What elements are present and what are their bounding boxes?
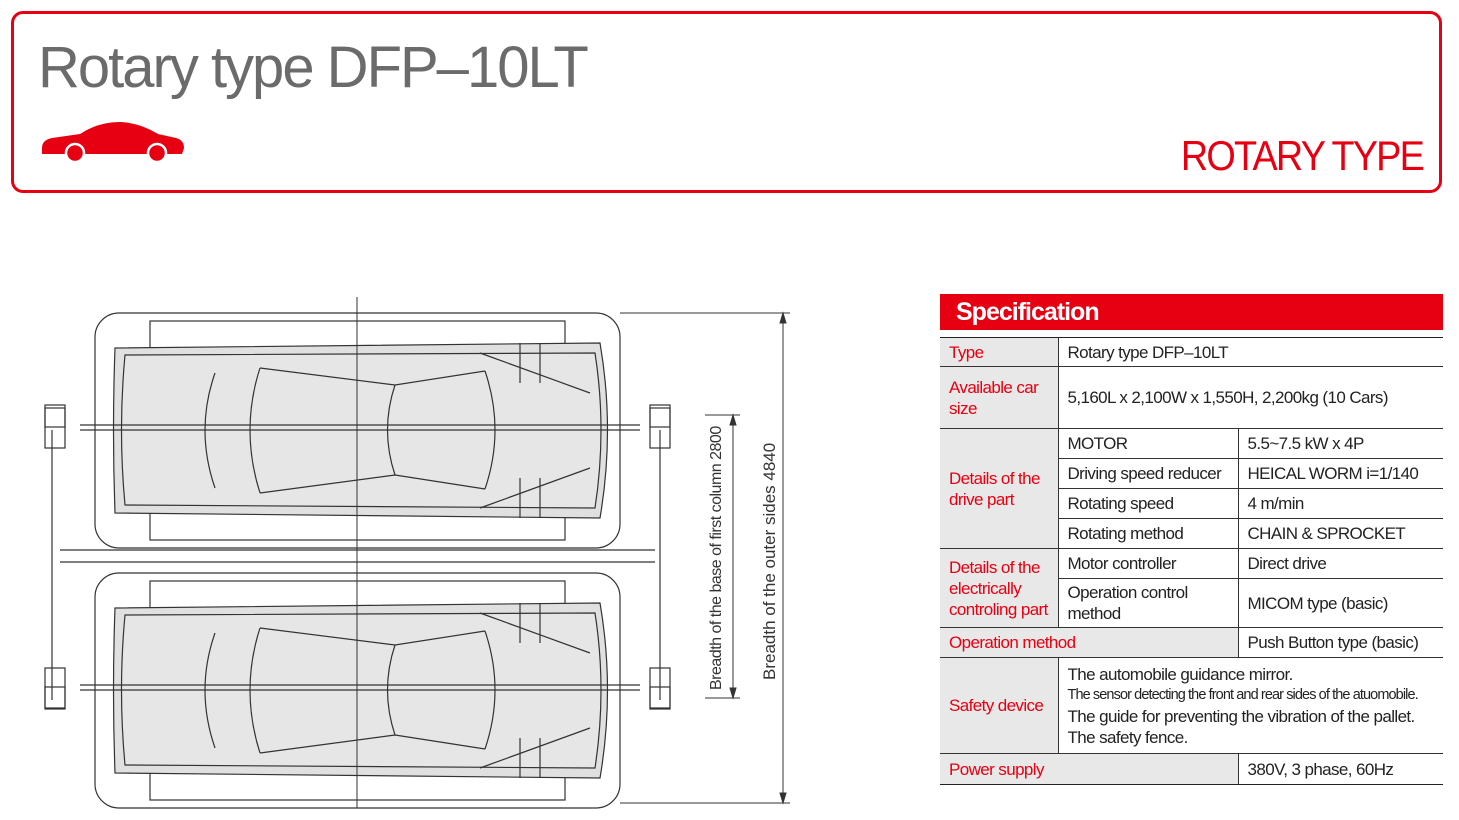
specification-table: Type Rotary type DFP–10LT Available car … [940,337,1443,785]
dimension-outer-sides: Breadth of the outer sides 4840 [760,443,779,680]
operation-label: Operation method [940,627,1239,658]
table-row: Safety device The automobile guidance mi… [940,657,1443,754]
safety-line: The sensor detecting the front and rear … [1067,686,1419,703]
drive-item-value: 4 m/min [1238,488,1443,519]
drive-label: Details of the drive part [940,428,1059,549]
drive-item-name: Rotating speed [1058,488,1239,519]
table-row: Rotating speed 4 m/min [940,488,1443,519]
dimension-first-column: Breadth of the base of first column 2800 [708,426,725,690]
drive-item-name: MOTOR [1058,428,1239,459]
safety-value: The automobile guidance mirror. The sens… [1058,657,1443,754]
table-row: Operation method Push Button type (basic… [940,627,1443,658]
table-row: Driving speed reducer HEICAL WORM i=1/14… [940,458,1443,489]
electric-item-value: Direct drive [1238,548,1443,579]
table-row: Power supply 380V, 3 phase, 60Hz [940,753,1443,785]
safety-line: The guide for preventing the vibration o… [1067,706,1416,726]
electric-item-name: Operation control method [1058,578,1239,628]
power-label: Power supply [940,753,1239,785]
specification-panel: Specification Type Rotary type DFP–10LT … [940,294,1443,785]
category-label: ROTARY TYPE [1180,132,1425,179]
table-row: Details of the drive part MOTOR 5.5~7.5 … [940,428,1443,549]
drive-item-value: HEICAL WORM i=1/140 [1238,458,1443,489]
electric-item-value: MICOM type (basic) [1238,578,1443,628]
table-row: Operation control method MICOM type (bas… [940,578,1443,628]
drive-item-name: Driving speed reducer [1058,458,1239,489]
car-icon [42,122,184,164]
table-row: Type Rotary type DFP–10LT [940,337,1443,367]
drive-item-value: 5.5~7.5 kW x 4P [1238,428,1443,459]
type-value: Rotary type DFP–10LT [1058,337,1443,367]
car-size-value: 5,160L x 2,100W x 1,550H, 2,200kg (10 Ca… [1058,366,1443,429]
safety-line: The automobile guidance mirror. [1067,664,1294,684]
power-value: 380V, 3 phase, 60Hz [1238,753,1443,785]
electric-label: Details of the electrically controling p… [940,548,1059,628]
page-title: Rotary type DFP–10LT [38,35,589,100]
table-row: Available car size 5,160L x 2,100W x 1,5… [940,366,1443,429]
layout-drawing: Breadth of the base of first column 2800… [44,297,790,809]
table-row: Rotating method CHAIN & SPROCKET [940,518,1443,549]
operation-value: Push Button type (basic) [1238,627,1443,658]
specification-title: Specification [940,294,1443,330]
type-label: Type [940,337,1059,367]
safety-line: The safety fence. [1067,727,1189,747]
drive-item-value: CHAIN & SPROCKET [1238,518,1443,549]
header-box: Rotary type DFP–10LT ROTARY TYPE [11,11,1442,193]
drive-item-name: Rotating method [1058,518,1239,549]
electric-item-name: Motor controller [1058,548,1239,579]
safety-label: Safety device [940,657,1059,754]
table-row: Details of the electrically controling p… [940,548,1443,628]
dimension-lines [620,311,790,805]
car-size-label: Available car size [940,366,1059,429]
